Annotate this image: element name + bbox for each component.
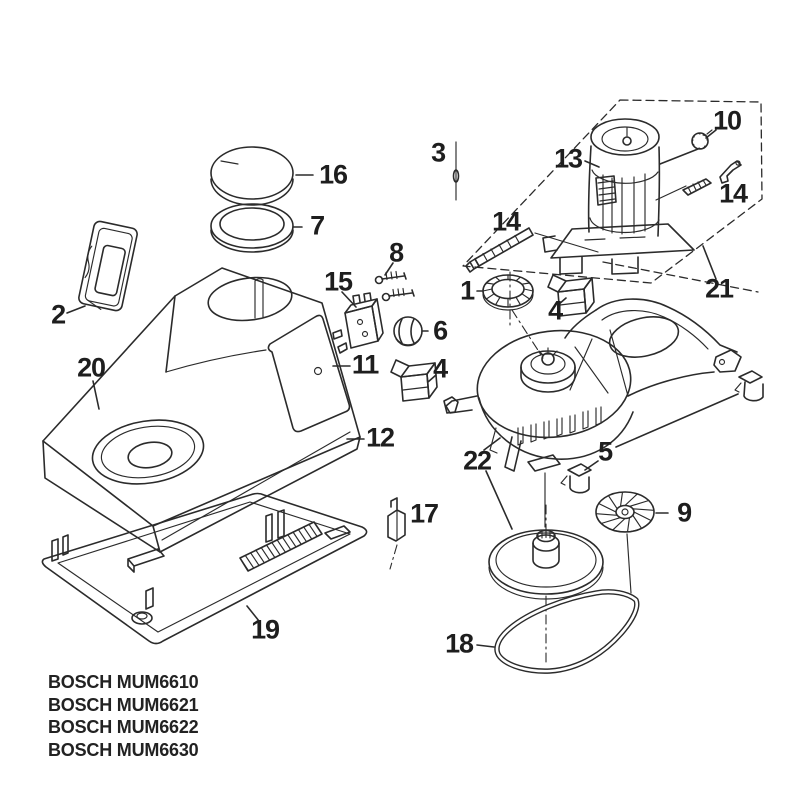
callout-18: 18 [445, 628, 474, 659]
part-17-clip [387, 497, 406, 570]
leader-lines [66, 129, 739, 648]
housing-upper-shell [42, 267, 361, 553]
part-7-seal-ring [210, 203, 294, 253]
part-15-switch [332, 292, 384, 354]
callout-8: 8 [389, 237, 404, 268]
callout-4-lower: 4 [433, 353, 448, 384]
callout-16: 16 [319, 159, 348, 190]
model-line: BOSCH MUM6622 [48, 717, 199, 737]
callout-7: 7 [310, 210, 325, 241]
callout-4-upper: 4 [548, 295, 563, 326]
motor-group-outline [462, 99, 763, 293]
model-line: BOSCH MUM6610 [48, 672, 199, 692]
part-5-clip-lower [560, 463, 592, 494]
callout-22: 22 [463, 445, 492, 476]
part-14-screw-right [655, 160, 742, 201]
part-16-cover-disc [210, 146, 294, 206]
callout-12: 12 [366, 422, 395, 453]
model-line: BOSCH MUM6621 [48, 694, 199, 715]
part-4-coupling-upper [547, 274, 595, 317]
callout-20: 20 [77, 352, 106, 383]
callout-15: 15 [324, 266, 353, 297]
part-2-gasket-plate [78, 220, 138, 312]
part-18-drive-belt [494, 589, 640, 674]
callout-6: 6 [433, 315, 448, 346]
callout-3: 3 [431, 137, 446, 168]
part-5-clip-right [734, 370, 764, 402]
callout-17: 17 [410, 498, 439, 529]
callout-5: 5 [598, 436, 613, 467]
pulley-disc [488, 504, 604, 665]
callout-9: 9 [677, 497, 692, 528]
callout-21: 21 [705, 273, 734, 304]
callout-19: 19 [251, 614, 280, 645]
callout-10: 10 [713, 105, 742, 136]
part-9-fan-wheel [595, 491, 655, 594]
callout-2: 2 [51, 299, 66, 330]
part-6-knob [393, 316, 423, 347]
part-19-base-plate [41, 492, 368, 645]
part-14-screw-left [465, 227, 599, 273]
part-10-nut [691, 129, 713, 150]
part-13-motor [542, 118, 695, 275]
callout-1: 1 [460, 275, 475, 306]
part-3-pin [452, 141, 460, 201]
callout-11: 11 [351, 349, 379, 380]
part-22-transmission-housing [443, 298, 742, 528]
part-8-screws [374, 270, 415, 302]
part-4-coupling-lower [390, 359, 438, 402]
callout-14-left: 14 [492, 206, 521, 237]
callout-13: 13 [554, 143, 583, 174]
model-list: BOSCH MUM6610 BOSCH MUM6621 BOSCH MUM662… [48, 671, 199, 761]
part-1-bearing-ring [482, 271, 544, 359]
callout-14-right: 14 [719, 178, 748, 209]
model-line: BOSCH MUM6630 [48, 739, 199, 760]
